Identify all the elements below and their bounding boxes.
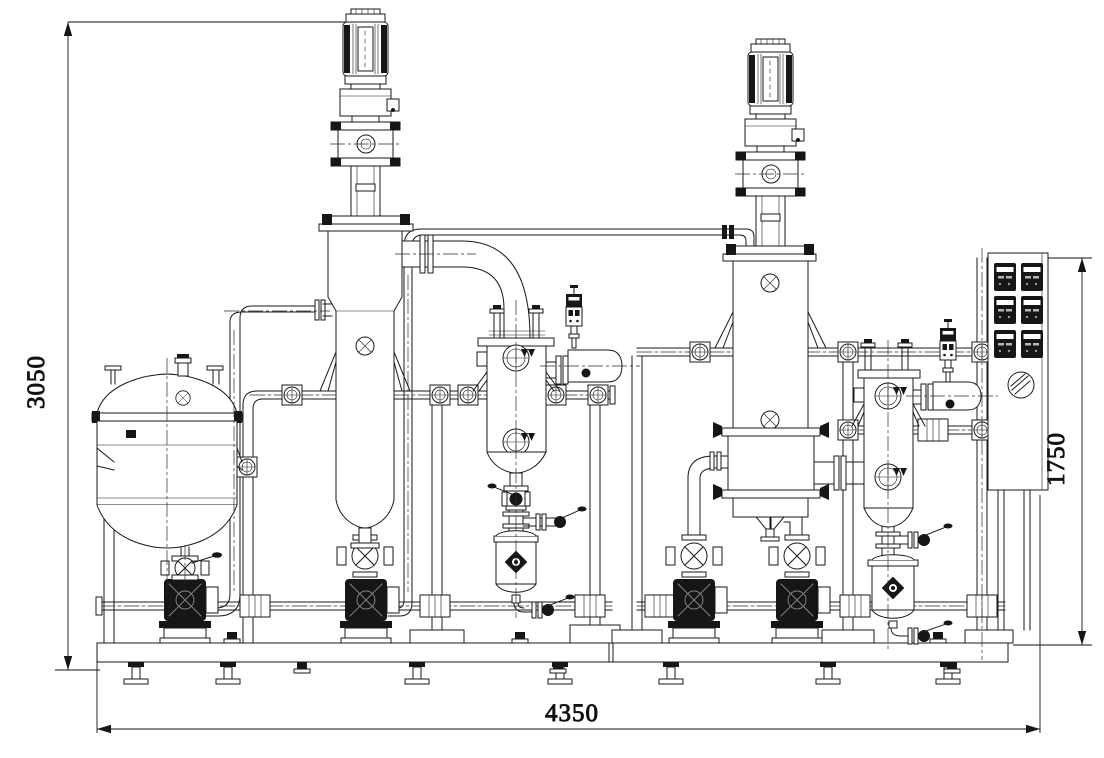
control-panel [987,252,1049,631]
discharge-pump-3 [770,578,831,644]
leveling-foot [215,661,241,685]
feed-pump [158,578,219,644]
panel-indicator[interactable] [1020,262,1044,292]
evaporator-column-2 [713,38,865,542]
pipe-sleeve [239,594,271,618]
dim-overall-height: 3050 [23,355,50,409]
dim-panel-height: 1750 [1043,432,1070,486]
frame-post [631,355,643,644]
tank-outlet-valve [160,546,222,581]
leveling-foot [658,661,684,685]
receiver-1 [493,506,587,619]
evaporator-column-1 [318,8,414,549]
anchor-bolt [223,631,241,644]
leveling-foot [815,661,841,685]
panel-indicator[interactable] [993,262,1017,292]
pipe-clamp [837,419,859,441]
pumps [158,534,831,644]
pipe-clamp [689,341,711,363]
pipe-sleeve [419,594,451,618]
receiver-2 [867,523,953,645]
tank-sight-glass [175,390,191,406]
dimension-annotations: 3050 1750 4350 [23,21,1092,734]
pipe-clamp [587,384,609,406]
base-frame [96,631,1009,685]
discharge-pump-1 [339,578,400,644]
discharge-pump-2 [667,578,728,644]
column2-sight-glass [760,410,780,430]
vacuum-gauge-1 [565,284,583,349]
pipe-sleeve [839,594,871,618]
frame-post [242,390,264,644]
pump2-suction-valve [665,534,723,578]
pipe-clamp [236,456,258,478]
centerlines [166,143,998,660]
panel-rotary-switch[interactable] [1007,371,1035,399]
pipe-sleeve [574,594,606,618]
anchor-bolt [293,661,311,674]
panel-indicator[interactable] [1020,329,1044,359]
panel-indicator[interactable] [1020,295,1044,325]
agitator-motor-2 [735,38,806,247]
panel-indicator[interactable] [993,329,1017,359]
agitator-motor-1 [330,8,401,217]
pipe-clamp [545,384,567,406]
pipe-clamp [429,384,451,406]
pipe-clamp [281,384,303,406]
pipe-sleeve [644,594,676,618]
panel-indicator[interactable] [993,295,1017,325]
column2-sight-glass [760,273,780,293]
frame-post [589,404,601,626]
frame-post [431,404,443,631]
column1-sight-glass [355,336,375,356]
leveling-foot [404,661,430,685]
pipe-clamp [837,341,859,363]
leveling-foot [123,661,149,685]
vacuum-gauge-2 [939,318,957,383]
condenser-2 [851,318,982,528]
frame-post [842,355,854,631]
dim-overall-length: 4350 [545,700,599,727]
anchor-bolt [511,631,529,644]
anchor-bolt [929,631,947,644]
frame-post [976,257,988,644]
